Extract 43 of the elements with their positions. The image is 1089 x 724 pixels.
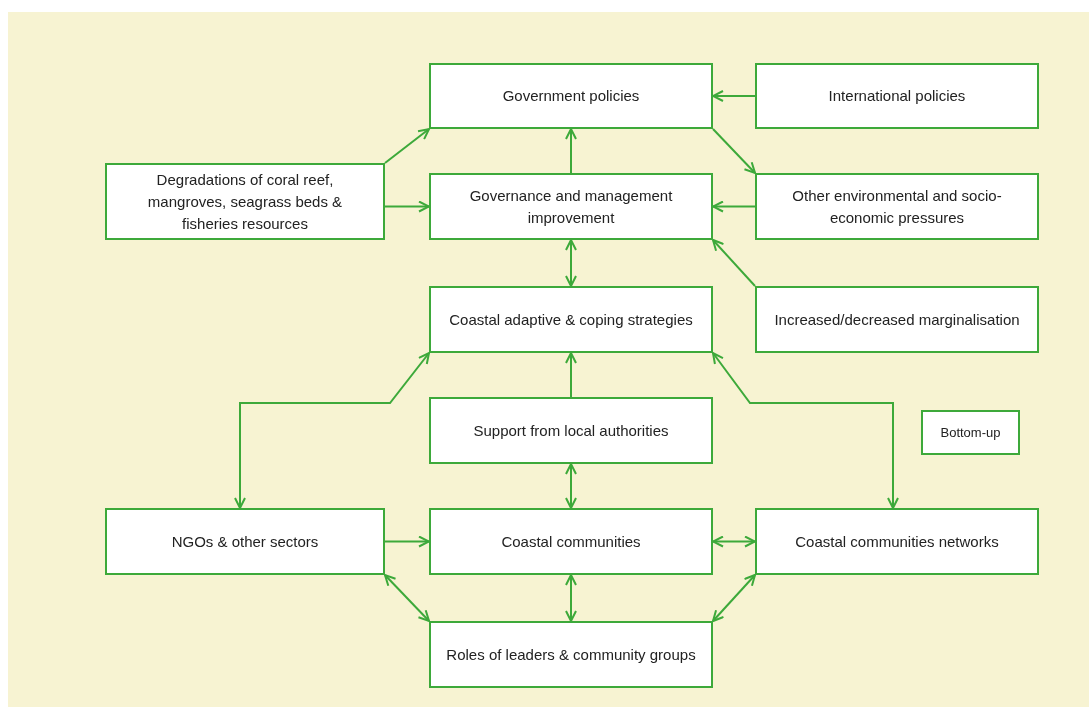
box-label: International policies (828, 86, 966, 106)
box-label: NGOs & other sectors (171, 531, 319, 552)
arrow (712, 535, 756, 548)
process-box (755, 173, 1039, 240)
box-label: Coastal communities (501, 531, 641, 552)
process-box (429, 63, 713, 129)
process-box (755, 63, 1039, 129)
arrow (384, 535, 430, 548)
arrow (565, 128, 577, 174)
box-label: Coastal adaptive & coping strategies (449, 309, 693, 330)
arrow (384, 200, 430, 213)
process-box (429, 397, 713, 464)
process-box (429, 173, 713, 240)
process-box (755, 286, 1039, 353)
box-label: Degradations of coral reef, mangroves, seagrass beds & fisheries resources (146, 169, 344, 234)
box-label: Increased/decreased marginalisation (774, 309, 1020, 330)
process-box (921, 410, 1020, 455)
box-label: Bottom-up (940, 423, 1001, 442)
process-box (105, 163, 385, 240)
arrow (712, 352, 899, 509)
arrow (712, 90, 756, 102)
arrow (565, 239, 577, 287)
process-box (105, 508, 385, 575)
arrow (384, 128, 430, 164)
arrow (384, 574, 430, 622)
box-label: Roles of leaders & community groups (446, 644, 696, 665)
arrow (712, 574, 756, 622)
arrow (712, 128, 756, 174)
arrow (565, 574, 577, 622)
box-label: Other environmental and socio-economic pressures (791, 185, 1003, 228)
process-box (755, 508, 1039, 575)
process-box (429, 286, 713, 353)
box-label: Coastal communities networks (795, 531, 999, 552)
arrow (712, 200, 756, 213)
arrow (565, 463, 577, 509)
arrow (234, 352, 430, 509)
box-label: Government policies (502, 86, 640, 106)
process-box (429, 621, 713, 688)
box-label: Support from local authorities (473, 420, 669, 441)
box-label: Governance and management improvement (468, 185, 674, 228)
arrow (712, 239, 756, 287)
arrow (565, 352, 577, 398)
process-box (429, 508, 713, 575)
